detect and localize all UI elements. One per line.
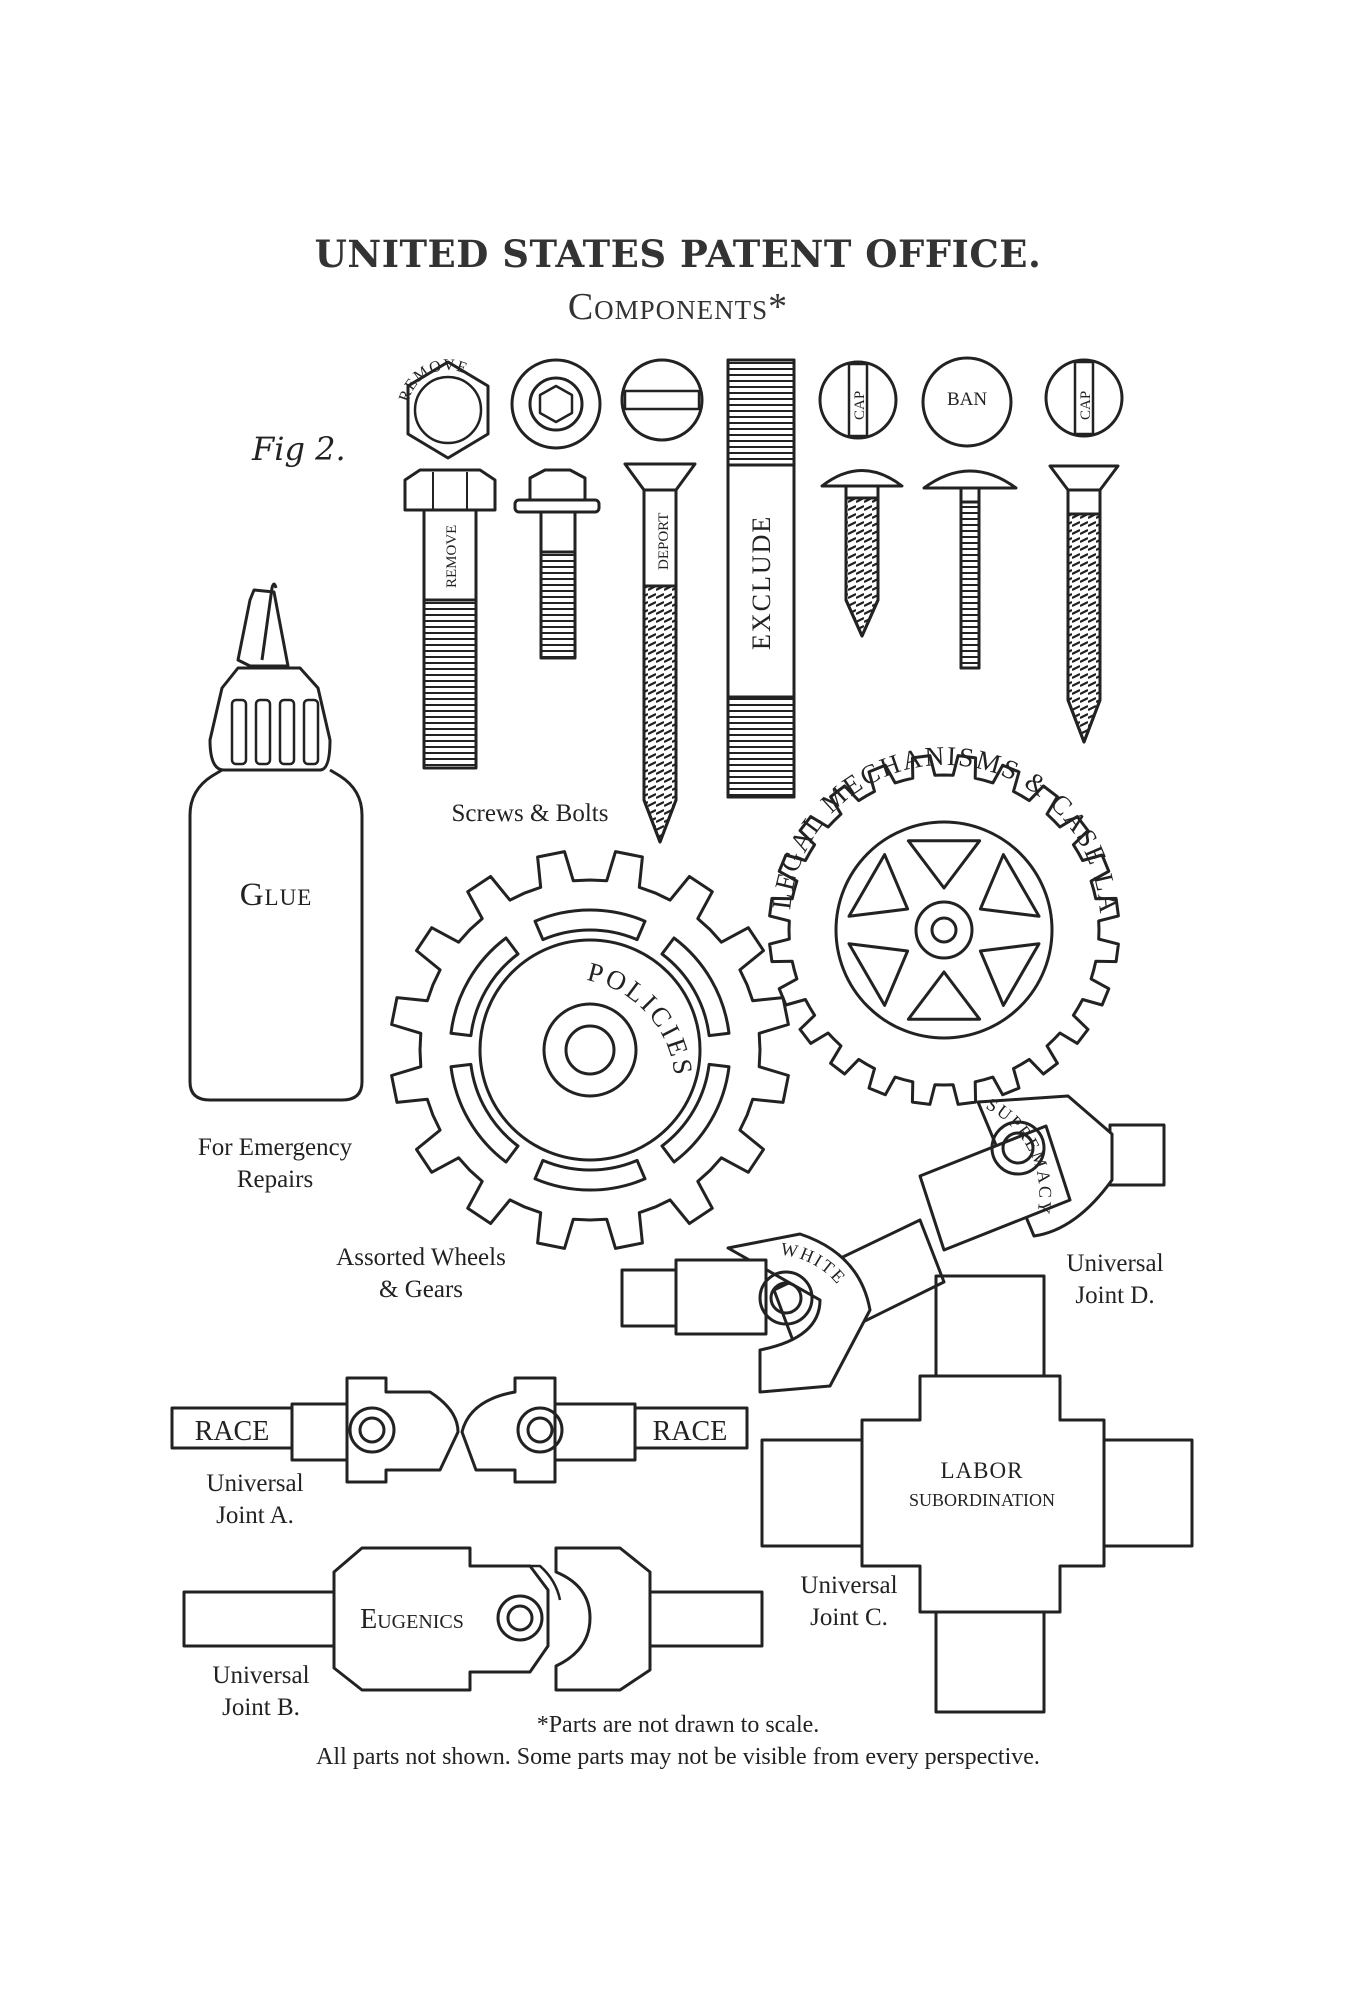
page-title: UNITED STATES PATENT OFFICE. — [314, 232, 1042, 276]
caption-joint-d-line2: Joint D. — [1075, 1282, 1155, 1309]
gear-policies-laws — [390, 850, 790, 1250]
caption-glue-line2: Repairs — [236, 1166, 314, 1193]
cap-label-1: CAP — [852, 391, 868, 420]
cap-label-2: CAP — [1078, 391, 1094, 420]
footnote-perspective: All parts not shown. Some parts may not … — [316, 1744, 1040, 1770]
caption-joint-a: Universal Joint A. — [180, 1468, 330, 1532]
caption-screws-bolts: Screws & Bolts — [451, 800, 609, 827]
glue-bottle — [188, 582, 364, 1102]
page-subtitle: Components* — [567, 286, 789, 328]
gear-window — [978, 853, 1041, 918]
caption-joint-a-line2: Joint A. — [216, 1502, 294, 1529]
caption-joint-a-line1: Universal — [206, 1470, 304, 1497]
slotted-head-cap-1 — [818, 360, 898, 440]
gear-legal-mechanisms — [768, 754, 1120, 1106]
caption-joint-b-line2: Joint B. — [222, 1694, 300, 1721]
joint-a-race-left: RACE — [195, 1416, 270, 1447]
caption-joint-c-line1: Universal — [800, 1572, 898, 1599]
gear-slot — [449, 1062, 520, 1164]
wood-screw — [1048, 464, 1120, 744]
caption-gears-line1: Assorted Wheels — [336, 1244, 506, 1271]
footnote-scale: *Parts are not drawn to scale. — [536, 1712, 820, 1738]
gear-slot — [660, 936, 731, 1038]
gear-slot — [533, 908, 647, 942]
joint-a-race-right: RACE — [653, 1416, 728, 1447]
caption-glue: For Emergency Repairs — [160, 1132, 390, 1196]
figure-label: Fig 2. — [252, 430, 346, 468]
gear-small-label: LEGAL MECHANISMS & CASE LAW — [0, 0, 1124, 915]
hex-nut-remove — [406, 360, 490, 460]
joint-c-labor: LABOR — [941, 1458, 1024, 1483]
bolt-remove-label: REMOVE — [444, 525, 460, 588]
ban-label: BAN — [947, 389, 987, 410]
joint-c-subordination: SUBORDINATION — [909, 1490, 1055, 1510]
gear-large-label: POLICIES LAWS & — [0, 0, 699, 1089]
slotted-head-1 — [620, 358, 704, 442]
threaded-stud-exclude — [726, 358, 796, 799]
universal-joint-c — [760, 1274, 1194, 1714]
glue-label: Glue — [240, 877, 313, 913]
flange-bolt — [513, 468, 601, 660]
gear-window — [847, 853, 910, 918]
gear-window — [978, 942, 1041, 1007]
caption-gears: Assorted Wheels & Gears — [296, 1242, 546, 1306]
round-head-ban — [921, 356, 1013, 448]
countersunk-screw-deport — [623, 462, 697, 844]
gear-window — [906, 839, 982, 890]
stud-exclude-label: EXCLUDE — [747, 515, 776, 650]
universal-joint-d — [620, 1094, 1166, 1394]
universal-joint-b — [182, 1546, 764, 1692]
gear-window — [847, 942, 910, 1007]
slotted-head-cap-2 — [1044, 358, 1124, 438]
caption-joint-b-line1: Universal — [212, 1662, 310, 1689]
caption-joint-c: Universal Joint C. — [774, 1570, 924, 1634]
caption-joint-b: Universal Joint B. — [186, 1660, 336, 1724]
hex-bolt-remove — [403, 468, 497, 770]
gear-window — [906, 970, 982, 1021]
joint-b-eugenics: Eugenics — [360, 1604, 464, 1635]
screw-deport-label: DEPORT — [656, 513, 672, 570]
caption-glue-line1: For Emergency — [197, 1134, 353, 1161]
caption-joint-d: Universal Joint D. — [1040, 1248, 1190, 1312]
pan-head-screw — [820, 469, 904, 638]
truss-head-screw — [922, 469, 1018, 670]
gear-slot — [533, 1158, 647, 1192]
caption-joint-c-line2: Joint C. — [810, 1604, 888, 1631]
caption-gears-line2: & Gears — [379, 1276, 463, 1303]
gear-slot — [449, 936, 520, 1038]
gear-slot — [660, 1062, 731, 1164]
caption-joint-d-line1: Universal — [1066, 1250, 1164, 1277]
universal-joint-a — [170, 1376, 749, 1484]
hex-nut-plain — [510, 358, 602, 450]
